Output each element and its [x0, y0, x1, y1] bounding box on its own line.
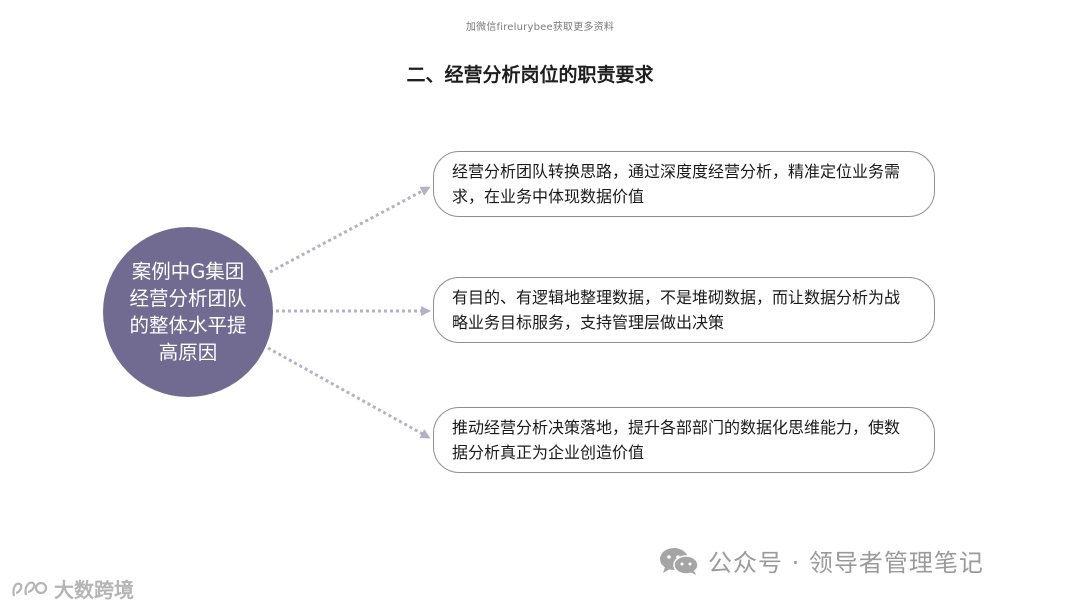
reason-text-1: 经营分析团队转换思路，通过深度度经营分析，精准定位业务需求，在业务中体现数据价值: [452, 162, 901, 206]
page-title: 二、经营分析岗位的职责要求: [406, 64, 654, 86]
wechat-watermark: 公众号 · 领导者管理笔记: [658, 543, 984, 578]
reason-text-3: 推动经营分析决策落地，提升各部部门的数据化思维能力，使数据分析真正为企业创造价值: [452, 418, 901, 462]
header-note: 加微信firelurybee获取更多资料: [465, 22, 615, 33]
brand-watermark-text: 大数跨境: [54, 578, 134, 602]
reason-box-1: 经营分析团队转换思路，通过深度度经营分析，精准定位业务需求，在业务中体现数据价值: [433, 151, 935, 217]
connector-arrow-3: [267, 346, 431, 439]
brand-logo-icon: [12, 581, 48, 596]
brand-watermark: 大数跨境: [10, 574, 134, 603]
reason-box-3: 推动经营分析决策落地，提升各部部门的数据化思维能力，使数据分析真正为企业创造价值: [433, 407, 935, 473]
center-node-label: 案例中G集团经营分析团队的整体水平提高原因: [129, 260, 247, 364]
wechat-watermark-text: 公众号 · 领导者管理笔记: [708, 549, 984, 577]
wechat-icon: [660, 547, 699, 575]
connector-arrow-1: [269, 186, 431, 274]
reason-box-2: 有目的、有逻辑地整理数据，不是堆砌数据，而让数据分析为战略业务目标服务，支持管理…: [433, 277, 935, 343]
reason-text-2: 有目的、有逻辑地整理数据，不是堆砌数据，而让数据分析为战略业务目标服务，支持管理…: [452, 288, 901, 332]
center-node: 案例中G集团经营分析团队的整体水平提高原因: [103, 227, 273, 397]
